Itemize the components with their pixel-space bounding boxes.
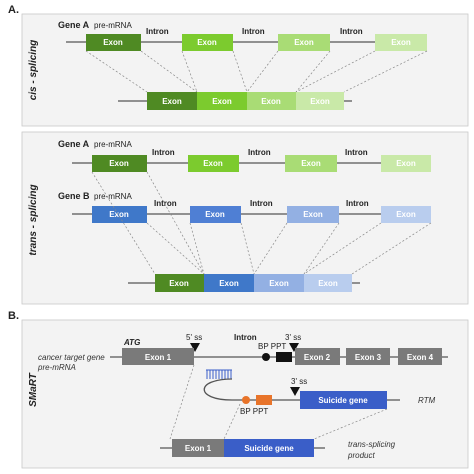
- exon-a2-cis: [182, 34, 233, 51]
- product-suicide-gene-label: Suicide gene: [244, 444, 294, 453]
- ppt-target: [276, 352, 292, 362]
- gene-b-label: Gene B: [58, 191, 90, 201]
- trans-mapping-lines: [91, 171, 432, 275]
- five-ss-marker: [190, 343, 200, 352]
- mature-exon-4-cis: [296, 92, 344, 110]
- three-ss-label-rtm: 3' ss: [291, 377, 307, 386]
- smart-label: SMaRT: [28, 372, 39, 407]
- product-label-line2: product: [347, 451, 375, 460]
- exon-a1-trans-label: Exon: [109, 159, 129, 168]
- five-ss-label: 5' ss: [186, 333, 202, 342]
- mature-exon-4-trans: [304, 274, 352, 292]
- cis-mapping-lines: [85, 50, 428, 93]
- exon-a4-trans-label: Exon: [396, 159, 416, 168]
- intron-label-cis-2: Intron: [242, 27, 265, 36]
- mature-exon-3-cis-label: Exon: [261, 97, 281, 106]
- three-ss-marker-rtm: [290, 387, 300, 396]
- ppt-rtm: [256, 395, 272, 405]
- product-label-line1: trans-splicing: [348, 440, 396, 449]
- exon-a2-trans: [188, 155, 239, 172]
- target-exon-3-label: Exon 3: [355, 353, 382, 362]
- intron-label-cis-1: Intron: [146, 27, 169, 36]
- intron-label-trans-a3: Intron: [345, 148, 368, 157]
- exon-a3-cis-label: Exon: [294, 38, 314, 47]
- mature-exon-3-cis: [247, 92, 296, 110]
- exon-b1: [92, 206, 147, 223]
- exon-a4-trans: [381, 155, 431, 172]
- mature-exon-2-trans: [204, 274, 254, 292]
- intron-label-cis-3: Intron: [340, 27, 363, 36]
- target-exon-2: [295, 348, 340, 365]
- mature-exon-1-trans: [155, 274, 204, 292]
- smart-mapping-lines: [169, 364, 388, 440]
- mature-exon-1-cis-label: Exon: [162, 97, 182, 106]
- rtm-suicide-gene: [300, 391, 387, 409]
- panel-a-letter: A.: [8, 4, 19, 16]
- exon-a2-cis-label: Exon: [197, 38, 217, 47]
- intron-label-trans-a2: Intron: [248, 148, 271, 157]
- gene-a-label-trans: Gene A: [58, 139, 90, 149]
- mature-exon-4-trans-label: Exon: [318, 279, 338, 288]
- trans-splicing-label: trans - splicing: [28, 184, 39, 255]
- branch-point-rtm: [242, 396, 250, 404]
- rtm-loop: [203, 378, 246, 401]
- exon-b3: [287, 206, 339, 223]
- target-exon-4-label: Exon 4: [407, 353, 434, 362]
- intron-label-trans-a1: Intron: [152, 148, 175, 157]
- product-suicide-gene: [224, 439, 314, 457]
- binding-domain: [206, 369, 232, 379]
- mature-exon-3-trans: [254, 274, 304, 292]
- panel-b-letter: B.: [8, 310, 19, 322]
- pre-mrna-label-trans-a: pre-mRNA: [94, 140, 132, 149]
- exon-b3-label: Exon: [303, 210, 323, 219]
- gene-a-label-cis: Gene A: [58, 20, 90, 30]
- exon-a4-cis: [375, 34, 427, 51]
- rtm-label: RTM: [418, 396, 436, 405]
- atg-label: ATG: [123, 338, 140, 347]
- exon-b4: [381, 206, 431, 223]
- exon-b2: [190, 206, 241, 223]
- target-exon-2-label: Exon 2: [304, 353, 331, 362]
- mature-exon-2-cis: [197, 92, 247, 110]
- target-exon-4: [398, 348, 442, 365]
- exon-a3-trans-label: Exon: [301, 159, 321, 168]
- intron-label-smart: Intron: [234, 333, 257, 342]
- target-exon-1-label: Exon 1: [145, 353, 172, 362]
- three-ss-marker-target: [289, 343, 299, 352]
- mature-exon-3-trans-label: Exon: [269, 279, 289, 288]
- bp-ppt-label-target: BP PPT: [258, 342, 286, 351]
- rtm-suicide-gene-label: Suicide gene: [318, 396, 368, 405]
- mature-exon-1-trans-label: Exon: [169, 279, 189, 288]
- product-exon-1: [172, 439, 224, 457]
- intron-label-trans-b3: Intron: [346, 199, 369, 208]
- three-ss-label-target: 3' ss: [285, 333, 301, 342]
- exon-a1-cis-label: Exon: [103, 38, 123, 47]
- branch-point-target: [262, 353, 270, 361]
- mature-exon-4-cis-label: Exon: [310, 97, 330, 106]
- intron-label-trans-b1: Intron: [154, 199, 177, 208]
- mature-exon-2-cis-label: Exon: [212, 97, 232, 106]
- pre-mrna-label-cis: pre-mRNA: [94, 21, 132, 30]
- exon-a2-trans-label: Exon: [203, 159, 223, 168]
- exon-a1-trans: [92, 155, 147, 172]
- intron-label-trans-b2: Intron: [250, 199, 273, 208]
- bp-ppt-label-rtm: BP PPT: [240, 407, 268, 416]
- exon-a3-trans: [285, 155, 337, 172]
- exon-a1-cis: [86, 34, 141, 51]
- mature-exon-1-cis: [147, 92, 197, 110]
- product-exon-1-label: Exon 1: [185, 444, 212, 453]
- mature-exon-2-trans-label: Exon: [219, 279, 239, 288]
- target-exon-1: [122, 348, 194, 365]
- exon-a3-cis: [278, 34, 330, 51]
- exon-b2-label: Exon: [205, 210, 225, 219]
- exon-a4-cis-label: Exon: [391, 38, 411, 47]
- cancer-gene-label-line1: cancer target gene: [38, 353, 105, 362]
- exon-b4-label: Exon: [396, 210, 416, 219]
- target-exon-3: [346, 348, 390, 365]
- cis-splicing-label: cis - splicing: [28, 40, 39, 101]
- cancer-gene-label-line2: pre-mRNA: [37, 363, 76, 372]
- pre-mrna-label-trans-b: pre-mRNA: [94, 192, 132, 201]
- exon-b1-label: Exon: [109, 210, 129, 219]
